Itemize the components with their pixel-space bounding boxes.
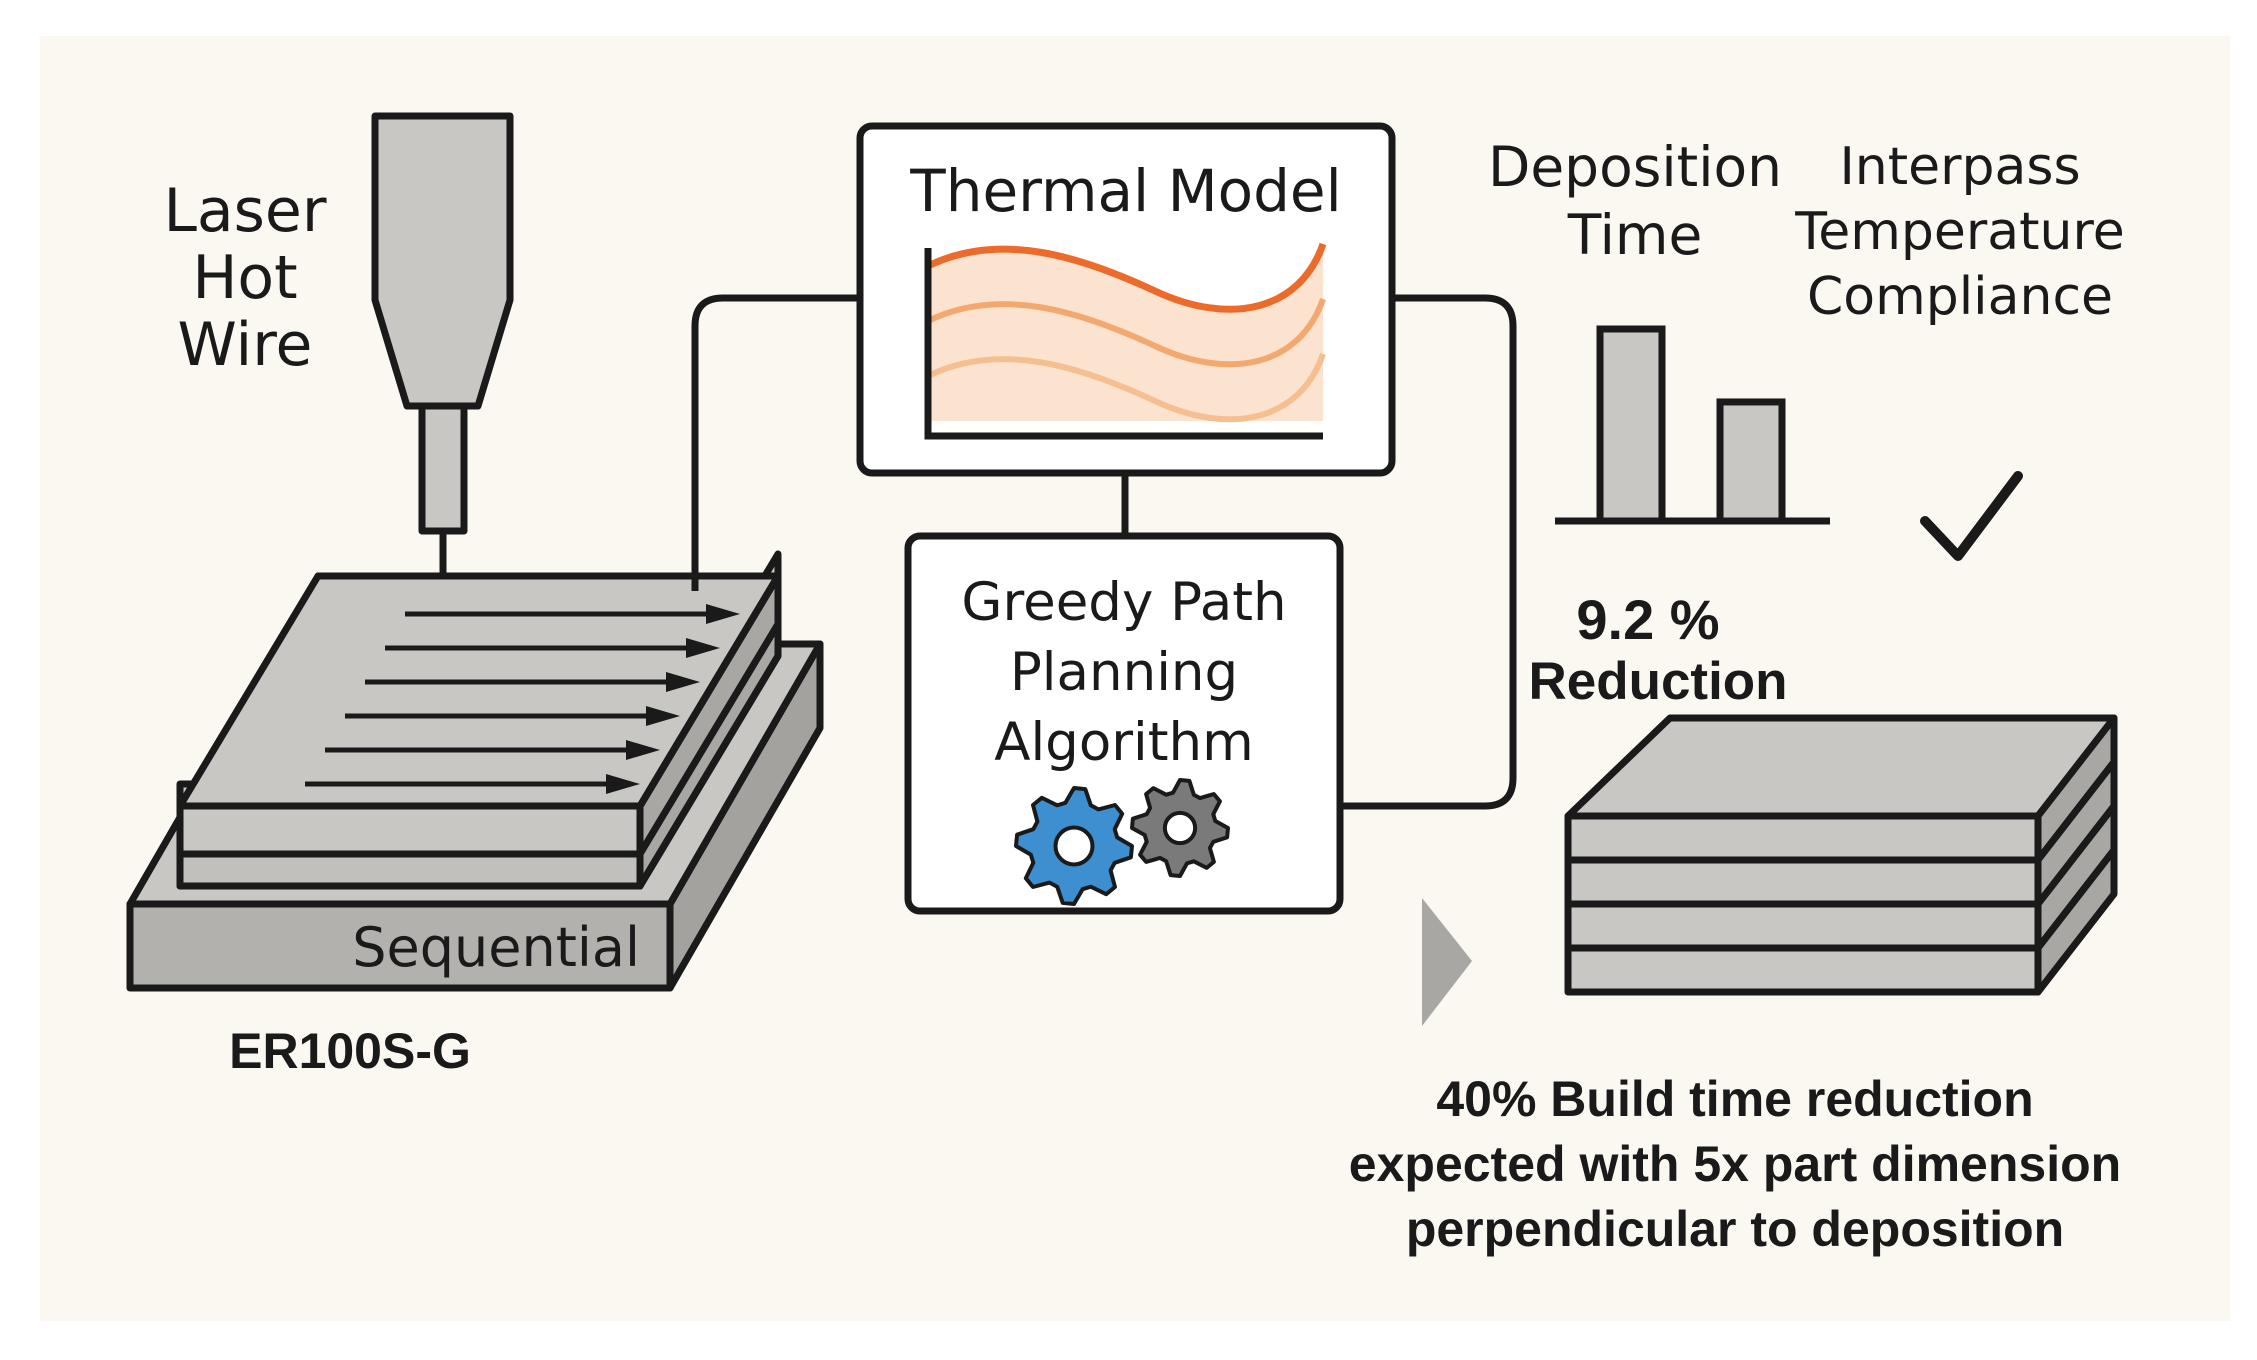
deposition-bar <box>1716 398 1786 525</box>
algorithm-title-line-2: Planning <box>1010 642 1238 703</box>
laser-label-line-1: Laser <box>163 176 326 246</box>
algorithm-title-line-1: Greedy Path <box>961 572 1286 633</box>
greedy-algorithm-panel: Greedy Path Planning Algorithm <box>904 532 1344 915</box>
connector-blocks-to-thermal <box>691 294 860 591</box>
laser-hot-wire-label: Laser Hot Wire <box>163 176 326 380</box>
interpass-label-line-2: Temperature <box>1794 202 2124 262</box>
connector-lines <box>691 294 1517 810</box>
checkmark-icon <box>1920 471 2023 561</box>
diagram-svg: Laser Hot Wire Sequential ER100S-G <box>126 112 2125 1257</box>
result-layer <box>1564 944 2042 996</box>
result-layer <box>1564 900 2042 952</box>
path-arrow-head <box>686 638 720 658</box>
result-layer <box>1564 812 2042 864</box>
connector-thermal-to-algorithm <box>1340 294 1517 810</box>
diagram-canvas: Laser Hot Wire Sequential ER100S-G <box>40 36 2230 1321</box>
reduction-value: 9.2 % <box>1576 588 1719 651</box>
summary-text: 40% Build time reduction expected with 5… <box>1349 1071 2121 1257</box>
thermal-plot-axes <box>924 248 1323 440</box>
path-arrow-head <box>626 740 660 760</box>
deposition-path-arrows <box>305 604 740 794</box>
path-arrow-head <box>706 604 740 624</box>
summary-line-2: expected with 5x part dimension <box>1349 1136 2121 1192</box>
triangle-arrow-icon <box>1422 898 1472 1026</box>
summary-line-3: perpendicular to deposition <box>1406 1201 2064 1257</box>
interpass-label-line-3: Compliance <box>1807 267 2113 327</box>
thermal-plot <box>924 242 1327 440</box>
gear-blue-icon <box>1014 786 1134 906</box>
thermal-model-title: Thermal Model <box>909 157 1341 225</box>
path-arrow-head <box>646 706 680 726</box>
laser-label-line-3: Wire <box>178 310 313 380</box>
thermal-curve-3 <box>926 353 1326 423</box>
deposition-bar-chart <box>1555 325 1830 525</box>
deposition-label-line-2: Time <box>1567 203 1703 267</box>
thermal-model-panel: Thermal Model <box>856 122 1396 477</box>
algorithm-title-line-3: Algorithm <box>994 712 1254 773</box>
path-arrow-head <box>606 774 640 794</box>
optimized-layer-stack <box>1564 714 2118 996</box>
path-arrow-head <box>666 672 700 692</box>
gear-gray-icon <box>1130 778 1230 878</box>
deposition-time-label: Deposition Time <box>1488 135 1782 267</box>
interpass-label: Interpass Temperature Compliance <box>1794 137 2124 327</box>
material-label: ER100S-G <box>229 1023 471 1079</box>
thermal-curve-1 <box>926 242 1327 313</box>
reduction-label: Reduction <box>1528 652 1787 711</box>
laser-label-line-2: Hot <box>192 243 297 313</box>
sequential-label: Sequential <box>352 916 640 979</box>
laser-head-icon <box>371 112 514 576</box>
deposition-bar <box>1596 325 1666 525</box>
deposition-label-line-1: Deposition <box>1488 135 1782 199</box>
result-layer <box>1564 856 2042 908</box>
interpass-label-line-1: Interpass <box>1839 137 2080 197</box>
summary-line-1: 40% Build time reduction <box>1436 1071 2033 1127</box>
thermal-curve-2 <box>926 298 1326 368</box>
